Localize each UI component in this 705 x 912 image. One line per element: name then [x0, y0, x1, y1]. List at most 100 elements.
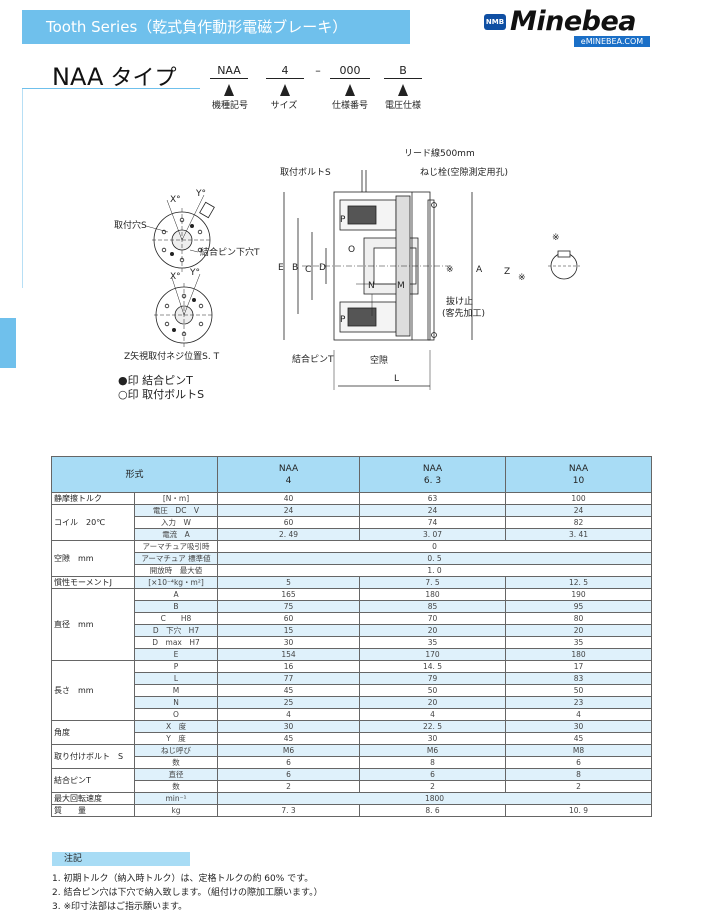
row-item: O [133, 708, 219, 721]
row-value: 0. 5 [217, 552, 653, 565]
label-mount-bolt: 取付ボルトS [280, 167, 331, 178]
row-value: 100 [505, 492, 653, 505]
row-value: 2 [359, 780, 507, 793]
row-value: 4 [505, 708, 653, 721]
row-value: 7. 3 [217, 804, 361, 817]
row-value: 85 [359, 600, 507, 613]
row-value: 190 [505, 588, 653, 601]
nmb-badge: NMB [484, 14, 506, 30]
row-value: M6 [359, 744, 507, 757]
row-category: 慣性モーメントJ [51, 576, 135, 589]
row-value: 23 [505, 696, 653, 709]
front-view-top [152, 194, 215, 272]
logo-url: eMINEBEA.COM [574, 36, 650, 47]
row-value: 6 [359, 768, 507, 781]
dim-N: N [368, 281, 375, 291]
side-tab [0, 318, 16, 368]
row-value: 5 [217, 576, 361, 589]
code-label-spec: 仕様番号 [331, 101, 368, 111]
row-item: D max H7 [133, 636, 219, 649]
code-arrow [224, 84, 234, 96]
code-underline [384, 78, 422, 79]
type-suffix: タイプ [110, 66, 177, 91]
row-value: 45 [217, 684, 361, 697]
row-value: 30 [359, 732, 507, 745]
row-category: 質 量 [51, 804, 135, 817]
code-underline [266, 78, 304, 79]
code-underline [210, 78, 248, 79]
row-value: 30 [217, 720, 361, 733]
type-code: NAA [52, 63, 104, 91]
row-value: 80 [505, 612, 653, 625]
code-part-dash: – [315, 64, 321, 77]
row-item: P [133, 660, 219, 673]
row-value: 82 [505, 516, 653, 529]
row-item: 入力 W [133, 516, 219, 529]
row-value: 24 [217, 504, 361, 517]
row-value: 4 [359, 708, 507, 721]
row-category: 最大回転速度 [51, 792, 135, 805]
code-part-spec: 000 [339, 64, 361, 77]
label-y-deg-2: Y° [189, 268, 200, 278]
shaft-end-view [548, 250, 580, 280]
legend: ●印 結合ピンT ○印 取付ボルトS [118, 374, 204, 402]
notes-label: 注記 [52, 852, 190, 866]
row-value: 63 [359, 492, 507, 505]
front-view-bottom [154, 273, 214, 347]
logo-brand: Minebea [510, 6, 637, 37]
row-value: 4 [217, 708, 361, 721]
row-value: 79 [359, 672, 507, 685]
row-value: 50 [505, 684, 653, 697]
row-value: 83 [505, 672, 653, 685]
type-title: NAA タイプ [52, 60, 176, 92]
code-arrow [345, 84, 355, 96]
row-item: min⁻¹ [133, 792, 219, 805]
header-model: NAA 4 [217, 456, 361, 493]
code-part-series: NAA [217, 64, 241, 77]
dim-Z: Z [504, 267, 510, 277]
row-value: 1800 [217, 792, 653, 805]
row-item: Y 度 [133, 732, 219, 745]
row-category: 空隙 mm [51, 540, 135, 577]
row-category: 静摩擦トルク [51, 492, 135, 505]
title-underline [22, 88, 200, 89]
row-item: kg [133, 804, 219, 817]
row-value: 35 [505, 636, 653, 649]
row-value: 17 [505, 660, 653, 673]
code-part-voltage: B [399, 64, 407, 77]
label-pin-hole: 結合ピン下穴T [200, 246, 260, 258]
row-item: 数 [133, 756, 219, 769]
row-item: B [133, 600, 219, 613]
row-item: 開放時 最大値 [133, 564, 219, 577]
row-item: D 下穴 H7 [133, 624, 219, 637]
dim-P-2: P [340, 315, 346, 325]
row-item: アーマチュア吸引時 [133, 540, 219, 553]
technical-drawing: X° Y° X° Y° 取付穴S 結合ピン下穴T Z矢視取付ネジ位置S. T E… [114, 147, 580, 390]
brake-section-view [283, 170, 473, 390]
label-screw-plug: ねじ栓(空隙測定用孔) [420, 166, 508, 178]
row-value: 15 [217, 624, 361, 637]
row-item: A [133, 588, 219, 601]
row-value: M8 [505, 744, 653, 757]
row-value: 7. 5 [359, 576, 507, 589]
label-air-gap: 空隙 [370, 354, 388, 366]
row-value: 30 [217, 636, 361, 649]
code-underline [330, 78, 370, 79]
row-value: 30 [505, 720, 653, 733]
row-value: 25 [217, 696, 361, 709]
legend-mount-bolt: ○印 取付ボルトS [118, 388, 205, 401]
code-label-series: 機種記号 [211, 101, 248, 111]
row-value: 6 [217, 768, 361, 781]
